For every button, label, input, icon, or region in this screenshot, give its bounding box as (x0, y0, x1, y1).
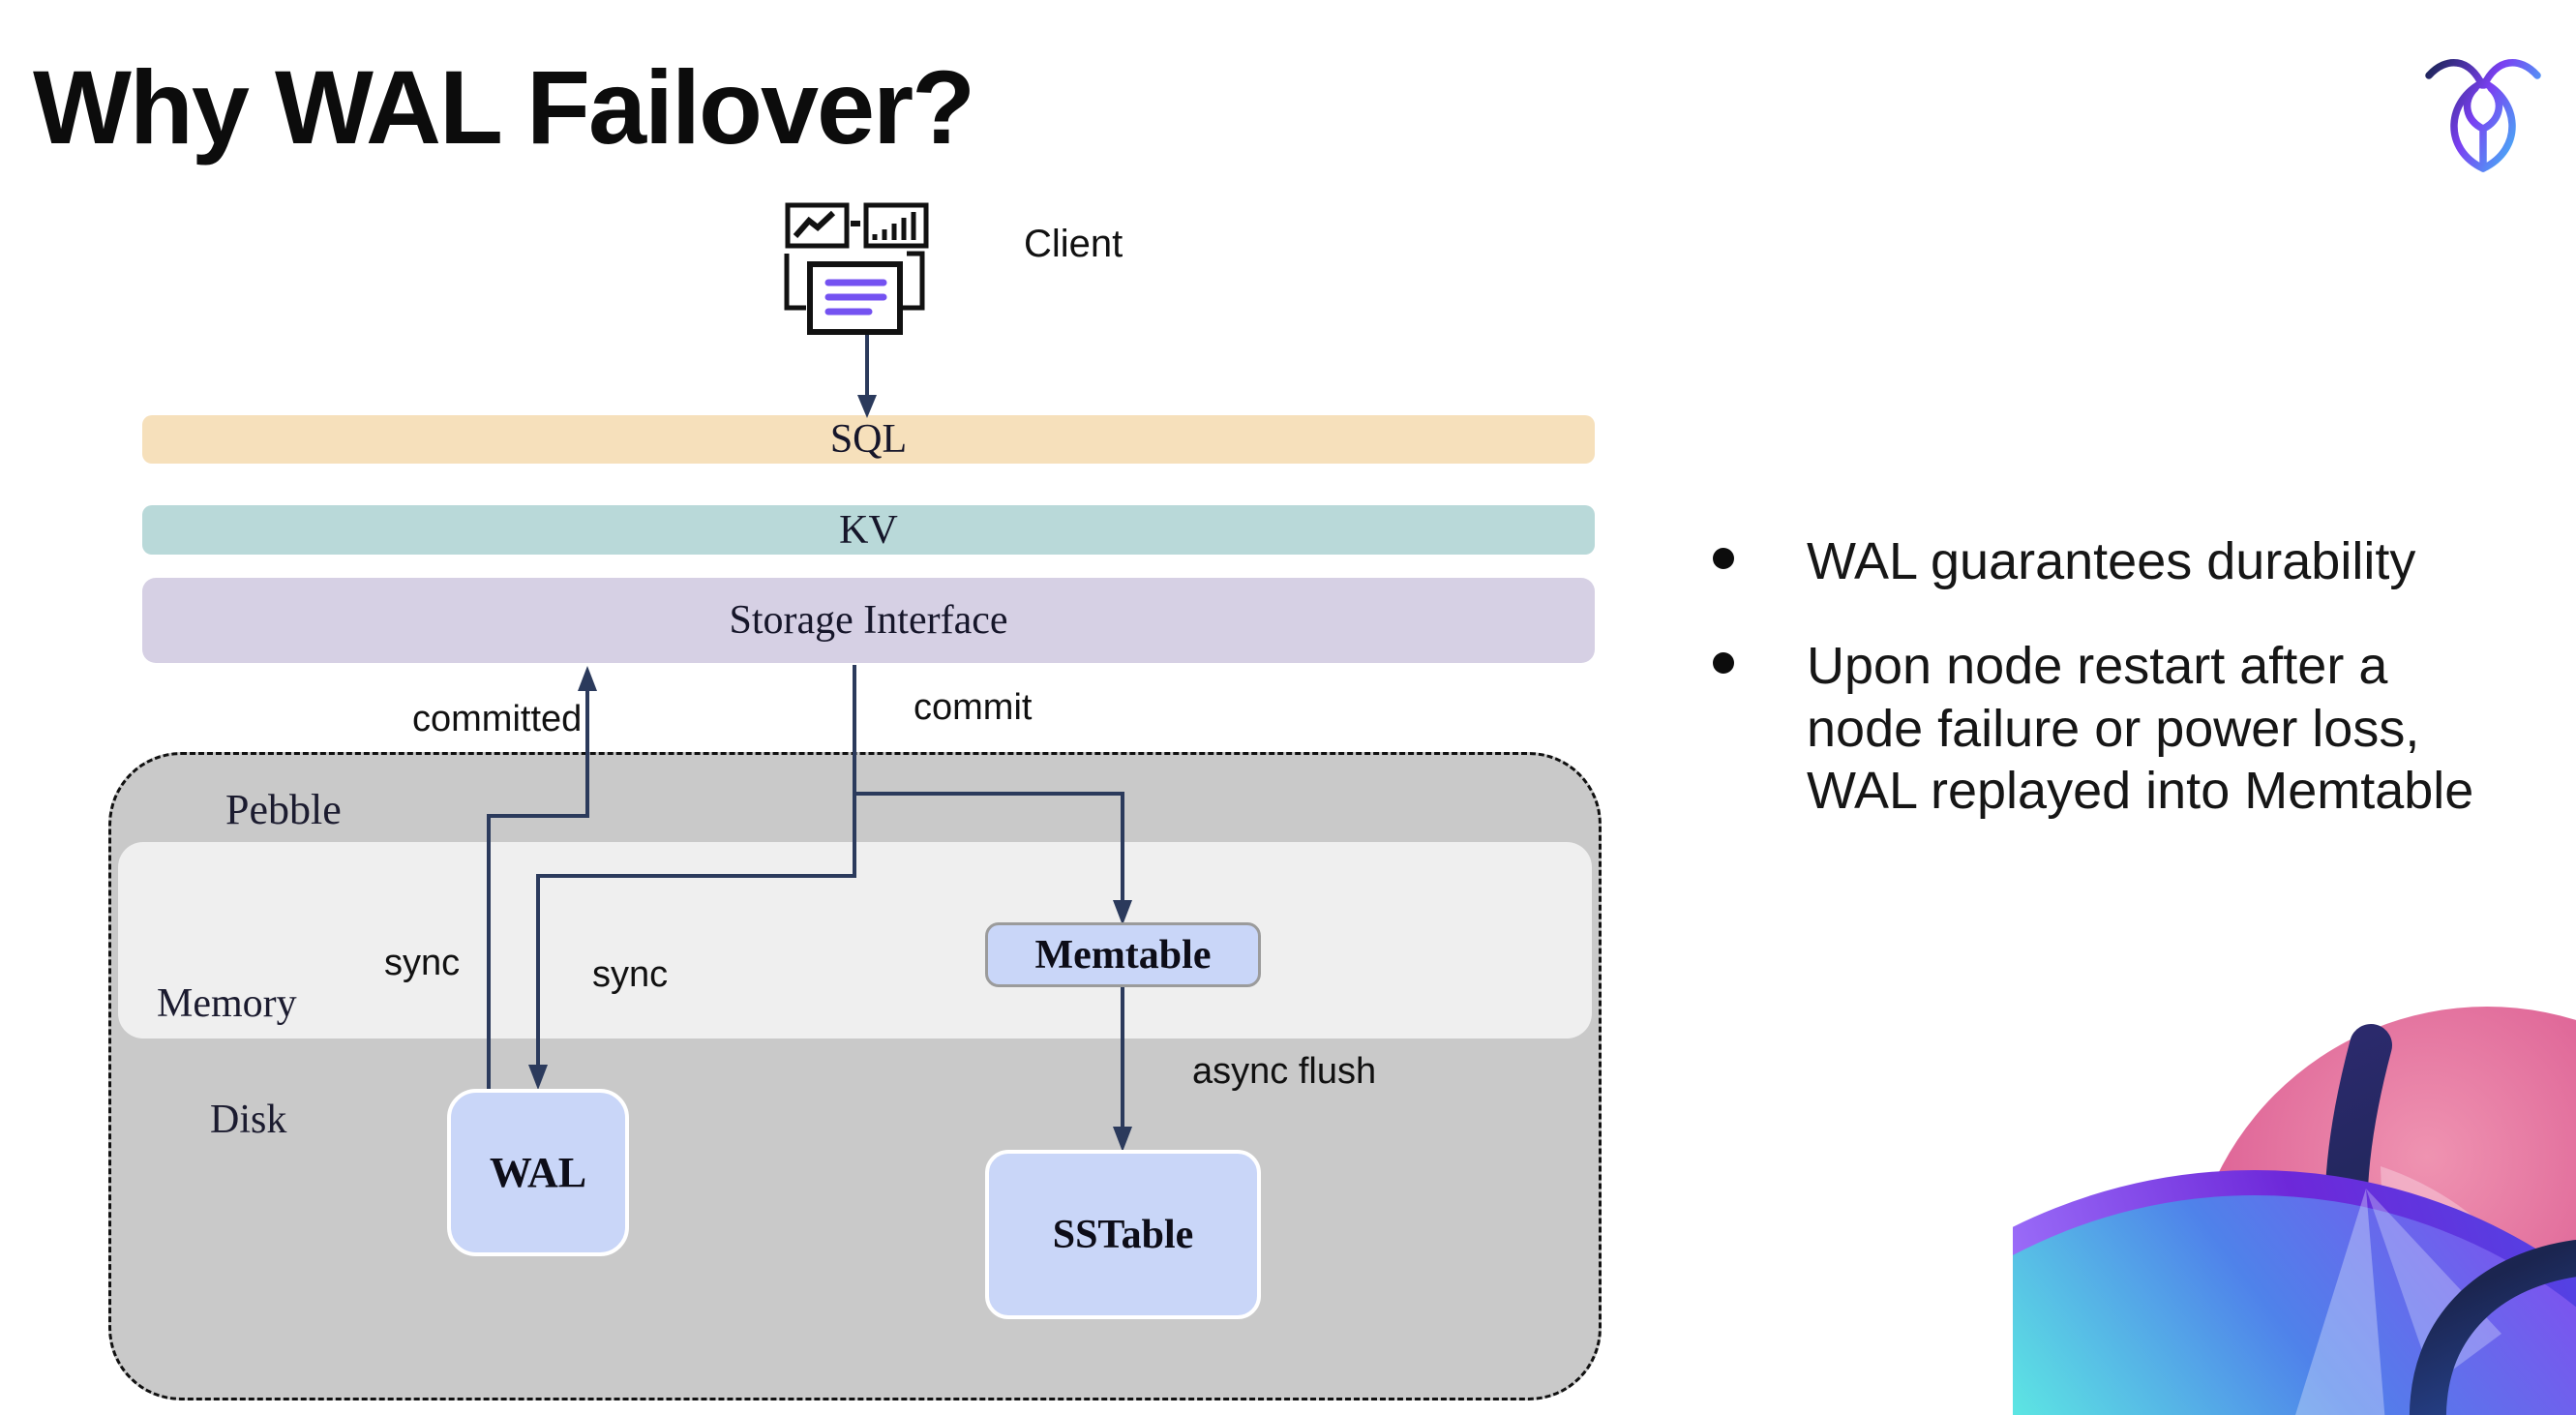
left-bracket-glyph (784, 254, 806, 311)
bar-chart-glyph (872, 212, 916, 240)
wal-node: WAL (447, 1089, 629, 1256)
logo-inner-left-path (2463, 84, 2487, 133)
corner-decoration-graphic (2013, 1007, 2576, 1415)
sstable-node-label: SSTable (1052, 1212, 1194, 1257)
committed-arrowhead (578, 666, 597, 691)
bullet-text: Upon node restart after a node failure o… (1807, 637, 2474, 820)
wal-node-label: WAL (489, 1149, 587, 1196)
document-text-lines (824, 279, 887, 316)
logo-right-antenna-path (2480, 59, 2541, 89)
memory-label: Memory (157, 981, 297, 1026)
bullet-icon (1713, 548, 1734, 569)
navy-curve-shape (2410, 1240, 2576, 1415)
right-bracket-glyph (903, 251, 925, 311)
sql-layer-bar: SQL (142, 415, 1595, 464)
bullet-text: WAL guarantees durability (1807, 532, 2416, 590)
disk-label: Disk (210, 1098, 287, 1142)
list-item: Upon node restart after a node failure o… (1713, 635, 2477, 822)
pebble-label: Pebble (225, 786, 342, 833)
logo-left-antenna-path (2425, 59, 2486, 89)
client-label: Client (1024, 223, 1123, 265)
client-workstation-icon (784, 202, 929, 335)
memtable-node-label: Memtable (1034, 932, 1212, 978)
sync-right-edge-label: sync (592, 954, 669, 995)
petal-shape (2295, 1189, 2385, 1415)
memtable-node: Memtable (985, 922, 1261, 987)
sql-layer-label: SQL (829, 417, 908, 462)
dash-connector (851, 221, 860, 226)
list-item: WAL guarantees durability (1713, 530, 2477, 592)
bullet-icon (1713, 652, 1734, 675)
storage-interface-label: Storage Interface (729, 598, 1008, 643)
sync-left-edge-label: sync (384, 943, 461, 983)
committed-edge-label: committed (412, 699, 583, 739)
kv-layer-bar: KV (142, 505, 1595, 555)
kv-layer-label: KV (839, 507, 898, 553)
line-chart-glyph (793, 210, 836, 238)
cockroachdb-logo (2425, 59, 2541, 172)
commit-edge-label: commit (914, 687, 1033, 728)
memory-region (118, 842, 1592, 1039)
async-flush-edge-label: async flush (1192, 1051, 1377, 1092)
storage-interface-layer-bar: Storage Interface (142, 578, 1595, 663)
bullet-list: WAL guarantees durability Upon node rest… (1713, 530, 2477, 864)
sstable-node: SSTable (985, 1150, 1261, 1319)
logo-inner-right-path (2479, 84, 2503, 133)
page-title: Why WAL Failover? (33, 48, 975, 166)
